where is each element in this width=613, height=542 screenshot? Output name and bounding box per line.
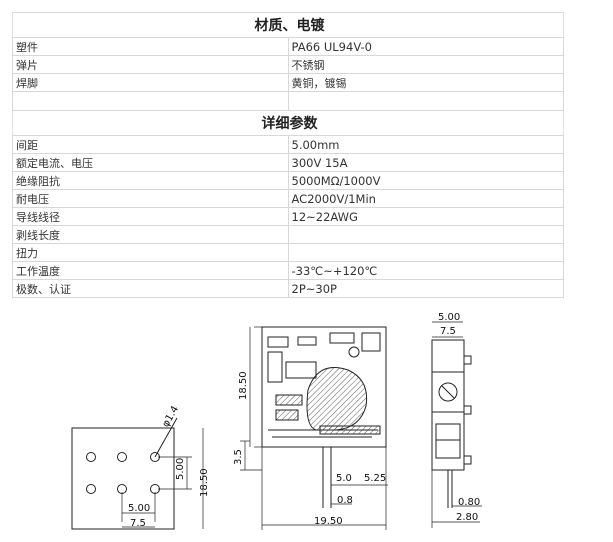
side-top-width-label: 5.00 [438, 312, 460, 323]
side-wire-window [435, 423, 461, 459]
housing-outline [261, 326, 387, 448]
row-label: 剥线长度 [12, 225, 289, 244]
pin-offset2-label: 5.25 [364, 473, 386, 484]
row-value: 5000MΩ/1000V [287, 171, 564, 190]
table-row: 间距 5.00mm [12, 135, 564, 154]
material-title: 材质、电镀 [12, 12, 564, 38]
pitch-v-label: 5.00 [175, 458, 186, 480]
side-latch-mid [463, 405, 472, 415]
row-value: AC2000V/1Min [287, 189, 564, 208]
housing-section-hatch [275, 394, 303, 421]
table-row: 焊脚 黄铜，镀锡 [12, 73, 564, 92]
width-label: 7.5 [130, 518, 146, 529]
side-pin-width-label: 0.80 [458, 497, 480, 508]
pcb-hole [86, 484, 96, 494]
hole-leader-line [154, 417, 178, 458]
row-label: 极数、认证 [12, 279, 289, 298]
pcb-hole [86, 452, 96, 462]
pin-width-label: 0.8 [337, 495, 353, 506]
row-label: 额定电流、电压 [12, 153, 289, 172]
housing-top-features [267, 332, 381, 352]
contact-plate [319, 425, 381, 435]
side-body-width-label: 7.5 [440, 326, 456, 337]
front-section-view: 18.50 3.5 5.0 5.25 0.8 19.50 [233, 326, 388, 530]
pin-offset-label: 5.0 [336, 473, 352, 484]
side-body-outline [431, 339, 465, 471]
table-row: 额定电流、电压 300V 15A [12, 153, 564, 172]
pcb-holes [86, 452, 160, 494]
clamp-section [306, 367, 368, 431]
table-row: 绝缘阻抗 5000MΩ/1000V [12, 171, 564, 190]
wire-entry [285, 361, 317, 379]
pcb-hole [117, 452, 127, 462]
side-screw-head [438, 382, 458, 402]
front-height-label: 18.50 [238, 371, 249, 400]
side-latch-top [463, 355, 472, 365]
housing-left-slot [267, 351, 283, 383]
table-row: 弹片 不锈钢 [12, 55, 564, 74]
pcb-footprint-view: φ1.4 5.00 18.50 5.00 7.5 [71, 404, 210, 530]
pin-height-label: 3.5 [233, 449, 244, 465]
pitch-h-label: 5.00 [128, 503, 150, 514]
front-width-label: 19.50 [314, 516, 343, 527]
hole-diameter-label: φ1.4 [160, 404, 181, 429]
side-latch-bottom [463, 455, 472, 465]
table-row: 塑件 PA66 UL94V-0 [12, 37, 564, 56]
side-view: 5.00 7.5 0.80 2.80 [431, 312, 482, 528]
table-row: 耐电压 AC2000V/1Min [12, 189, 564, 208]
pcb-height-label: 18.50 [199, 468, 210, 497]
table-row: 极数、认证 2P~30P [12, 279, 564, 298]
screw-hole [348, 346, 360, 358]
material-header-row: 材质、电镀 [12, 12, 564, 38]
row-value: 2P~30P [287, 279, 564, 298]
spec-table: 材质、电镀 塑件 PA66 UL94V-0 弹片 不锈钢 焊脚 黄铜，镀锡 详细… [12, 12, 564, 298]
side-pin-pitch-label: 2.80 [456, 512, 478, 523]
pcb-outline [71, 427, 175, 530]
